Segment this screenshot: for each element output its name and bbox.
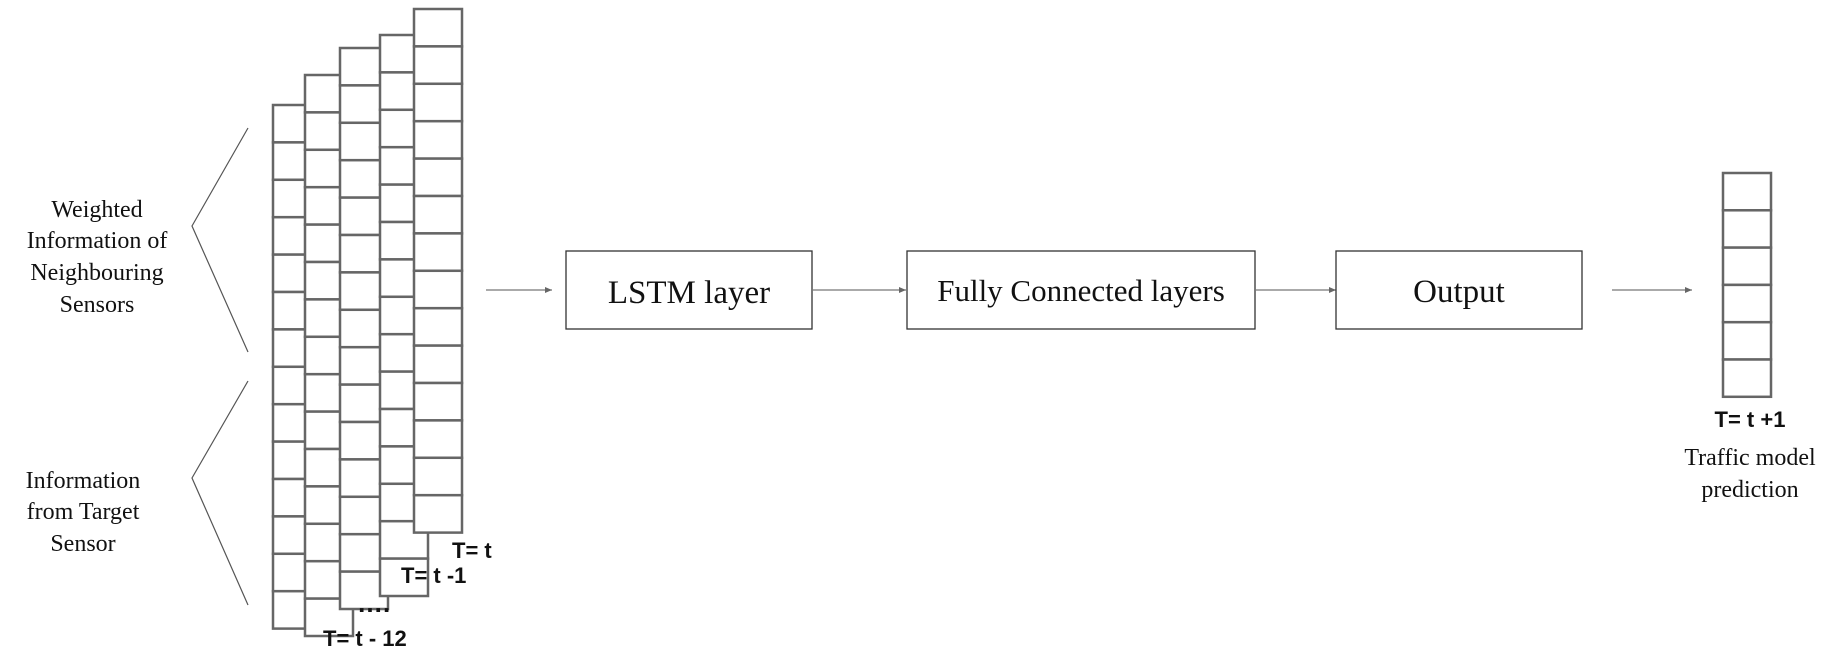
feature-cell <box>378 557 430 598</box>
timestep-column <box>412 7 464 534</box>
fully-connected-box <box>906 250 1256 330</box>
target-label: Information from Target Sensor <box>26 468 141 557</box>
timestep-label-t-minus-1: T= t -1 <box>401 563 466 588</box>
target-label-line-1: Information <box>26 468 141 494</box>
feature-cell <box>412 232 464 273</box>
prediction-vector <box>1721 171 1773 399</box>
neighbours-label-line-1: Weighted <box>51 197 142 223</box>
feature-cell <box>412 456 464 497</box>
neighbours-label-line-4: Sensors <box>60 292 135 318</box>
target-label-line-2: from Target <box>27 499 140 525</box>
output-box <box>1335 250 1583 330</box>
prediction-caption-line-1: Traffic model <box>1684 445 1816 471</box>
feature-cell <box>412 381 464 422</box>
feature-cell <box>412 493 464 534</box>
neighbours-label-line-3: Neighbouring <box>30 260 163 286</box>
neighbours-label: Weighted Information of Neighbouring Sen… <box>27 197 168 318</box>
lstm-layer-label: LSTM layer <box>608 275 770 311</box>
feature-cell <box>412 344 464 385</box>
neighbours-bracket <box>191 127 249 353</box>
feature-cell <box>412 194 464 235</box>
output-label: Output <box>1413 274 1505 310</box>
feature-cell <box>412 45 464 86</box>
feature-cell <box>412 7 464 48</box>
feature-cell <box>412 306 464 347</box>
prediction-cell <box>1721 358 1773 399</box>
prediction-cell <box>1721 209 1773 249</box>
input-sequence-stack <box>271 7 464 638</box>
feature-cell <box>412 157 464 198</box>
neighbours-label-line-2: Information of <box>27 228 168 254</box>
target-bracket <box>191 380 249 606</box>
fully-connected-label: Fully Connected layers <box>937 273 1225 308</box>
prediction-cell <box>1721 283 1773 324</box>
prediction-cell <box>1721 171 1773 212</box>
feature-cell <box>412 269 464 310</box>
feature-cell <box>412 82 464 123</box>
timestep-ellipsis: …. <box>357 588 390 618</box>
prediction-timestep-label: T= t +1 <box>1715 407 1786 432</box>
feature-cell <box>412 119 464 160</box>
target-label-line-3: Sensor <box>50 531 115 557</box>
timestep-label-t: T= t <box>452 538 492 563</box>
feature-cell <box>412 419 464 460</box>
prediction-caption-line-2: prediction <box>1701 477 1798 503</box>
lstm-layer-box <box>565 250 813 330</box>
prediction-cell <box>1721 320 1773 361</box>
timestep-label-t-minus-12: T= t - 12 <box>323 626 407 651</box>
prediction-cell <box>1721 246 1773 287</box>
